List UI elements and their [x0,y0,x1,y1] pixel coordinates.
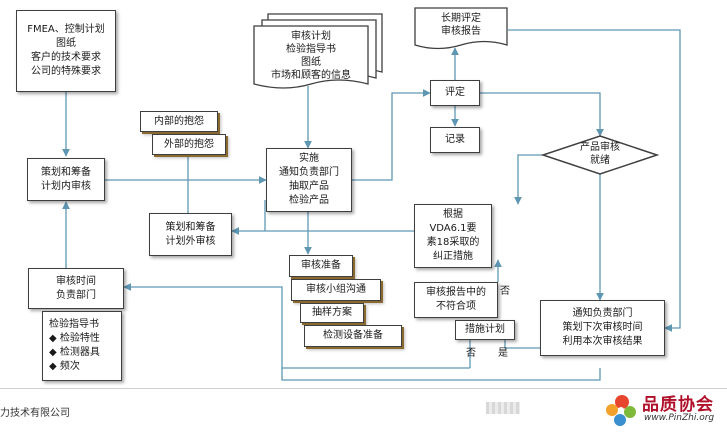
yes-label: 是 [498,348,508,359]
sampling-label: 抽样方案 [312,307,352,318]
test-prep-label: 检测设备准备 [323,330,383,341]
implement-line: 检验产品 [289,195,329,206]
implement-box: 实施 通知负责部门 抽取产品 检验产品 [266,148,352,212]
blurred-text [486,402,520,414]
external-complaint-label: 外部的抱怨 [164,138,214,150]
sampling-box: 抽样方案 [300,303,364,323]
audit-prep-label: 审核准备 [301,260,341,271]
longterm-doc-shape [414,7,508,50]
footer-divider [0,388,727,389]
test-prep-box: 检测设备准备 [304,325,402,347]
docs-line: 审核计划 [291,31,331,42]
brand-logo: 品质协会 www.PinZhi.org [600,388,727,431]
decision-line: 就绪 [590,155,610,166]
footer-company: 力技术有限公司 [0,408,70,419]
line-notify-bottom [281,368,601,381]
guide-box: 检验指导书 ◆ 检验特性 ◆ 检测器具 ◆ 频次 [42,311,122,381]
vda-line: 根据 [443,209,463,220]
input-line: 客户的技术要求 [31,52,101,63]
longterm-text: 长期评定 审核报告 [415,12,507,38]
plan-external-line: 计划外审核 [165,235,216,247]
input-line: 公司的特殊要求 [31,66,101,77]
nonconform-box: 审核报告中的 不符合项 [414,282,498,318]
docs-line: 图纸 [301,57,321,68]
guide-item: ◆ 检测器具 [49,347,100,358]
vda-line: 纠正措施 [433,251,473,262]
doc-stack-shape [253,13,383,89]
audit-prep-box: 审核准备 [289,255,353,277]
decision-diamond-shape [540,135,660,175]
longterm-line: 审核报告 [441,26,481,37]
plan-external-box: 策划和筹备 计划外审核 [149,213,232,256]
flower-logo-icon [606,395,636,426]
arrow-evaluate-to-decision [480,92,604,137]
implement-line: 抽取产品 [289,181,329,192]
guide-title: 检验指导书 [49,319,99,330]
no-label: 否 [466,348,476,359]
no-label: 否 [500,286,510,297]
time-dept-box: 审核时间 负责部门 [28,268,124,309]
docs-text: 审核计划 检验指导书 图纸 市场和顾客的信息 [254,30,368,82]
arrow-implement-to-evaluate [352,89,431,181]
input-requirements-box: FMEA、控制计划 图纸 客户的技术要求 公司的特殊要求 [16,10,116,92]
line-measures-yes [504,338,540,349]
time-dept-line: 审核时间 [56,275,96,287]
decision-text: 产品审核 就绪 [555,141,645,167]
implement-line: 通知负责部门 [279,167,339,178]
plan-internal-box: 策划和筹备 计划内审核 [27,158,105,201]
internal-complaint-box: 内部的抱怨 [140,111,218,132]
notify-next-box: 通知负责部门 策划下次审核时间 利用本次审核结果 [540,300,665,356]
arrow-longterm-to-notify [508,29,681,332]
vda-line: VDA6.1要 [429,223,477,234]
record-label: 记录 [445,134,465,145]
line-bottom-loop [123,283,470,369]
internal-complaint-label: 内部的抱怨 [154,115,204,127]
external-complaint-box: 外部的抱怨 [152,134,226,155]
record-box: 记录 [430,127,480,153]
notify-line: 策划下次审核时间 [562,322,643,333]
notify-line: 通知负责部门 [572,308,633,319]
logo-url[interactable]: www.PinZhi.org [644,413,715,423]
input-line: FMEA、控制计划 [27,24,105,35]
logo-title: 品质协会 [642,395,714,415]
time-dept-line: 负责部门 [56,289,96,301]
longterm-line: 长期评定 [441,13,481,24]
input-line: 图纸 [56,38,76,49]
docs-line: 检验指导书 [286,44,336,55]
plan-external-line: 策划和筹备 [165,221,216,233]
guide-item: ◆ 检验特性 [49,333,100,344]
evaluate-box: 评定 [430,80,480,106]
arrow-decision-to-vda [514,154,543,205]
guide-item: ◆ 频次 [49,361,80,372]
notify-line: 利用本次审核结果 [562,336,643,347]
measures-box: 措施计划 [455,320,515,340]
measures-label: 措施计划 [465,324,505,335]
vda-line: 素18采取的 [426,237,480,248]
nonconform-line: 不符合项 [436,301,476,312]
vda-measures-box: 根据 VDA6.1要 素18采取的 纠正措施 [414,204,492,268]
decision-line: 产品审核 [580,142,620,153]
team-comm-box: 审核小组沟通 [291,279,381,301]
plan-internal-line: 策划和筹备 [41,166,91,178]
implement-line: 实施 [299,153,319,164]
team-comm-label: 审核小组沟通 [306,284,366,295]
evaluate-label: 评定 [445,87,465,98]
docs-line: 市场和顾客的信息 [271,70,351,81]
nonconform-line: 审核报告中的 [426,287,486,298]
plan-internal-line: 计划内审核 [41,180,91,192]
